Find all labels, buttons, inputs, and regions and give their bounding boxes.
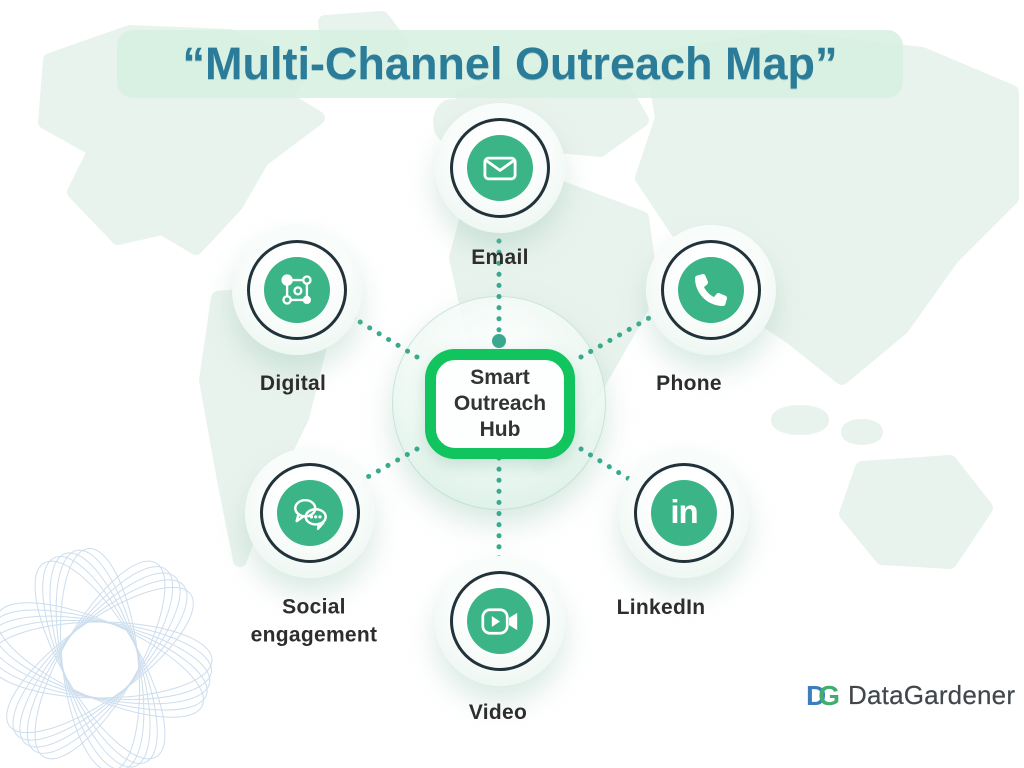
node-disc bbox=[678, 257, 744, 323]
email-icon bbox=[483, 156, 517, 180]
node-ring bbox=[247, 240, 347, 340]
label-social-engagement: Social engagement bbox=[250, 595, 378, 647]
channel-node-social bbox=[245, 448, 375, 578]
node-ring bbox=[450, 571, 550, 671]
page-title: “Multi-Channel Outreach Map” bbox=[182, 38, 838, 89]
node-disc bbox=[264, 257, 330, 323]
node-disc bbox=[467, 135, 533, 201]
title-band: “Multi-Channel Outreach Map” bbox=[117, 30, 903, 98]
chat-bubbles-icon bbox=[294, 498, 327, 530]
node-ring bbox=[661, 240, 761, 340]
phone-icon bbox=[695, 274, 727, 306]
linkedin-icon: in bbox=[670, 492, 698, 530]
channel-node-video bbox=[435, 556, 565, 686]
hub-label: Smart Outreach Hub bbox=[453, 365, 547, 442]
node-disc: in bbox=[651, 480, 717, 546]
node-ring bbox=[260, 463, 360, 563]
logo-monogram-d: D bbox=[806, 679, 827, 711]
node-disc bbox=[467, 588, 533, 654]
label-digital: Digital bbox=[259, 372, 327, 395]
channel-node-digital bbox=[232, 225, 362, 355]
label-email: Email bbox=[471, 246, 529, 269]
smart-outreach-hub: Smart Outreach Hub bbox=[425, 349, 575, 459]
node-disc bbox=[277, 480, 343, 546]
label-phone: Phone bbox=[656, 372, 722, 395]
node-ring bbox=[450, 118, 550, 218]
video-camera-icon bbox=[481, 607, 518, 635]
swirl-decoration bbox=[0, 548, 213, 768]
node-ring: in bbox=[634, 463, 734, 563]
digital-network-icon bbox=[281, 274, 312, 305]
label-linkedin: LinkedIn bbox=[616, 596, 706, 619]
channel-node-email bbox=[435, 103, 565, 233]
logo-monogram-g: G bbox=[818, 679, 841, 711]
channel-node-phone bbox=[646, 225, 776, 355]
datagardener-logo: D G DataGardener bbox=[806, 680, 1015, 711]
logo-wordmark: DataGardener bbox=[848, 680, 1016, 710]
channel-node-linkedin: in bbox=[619, 448, 749, 578]
label-video: Video bbox=[468, 701, 528, 724]
